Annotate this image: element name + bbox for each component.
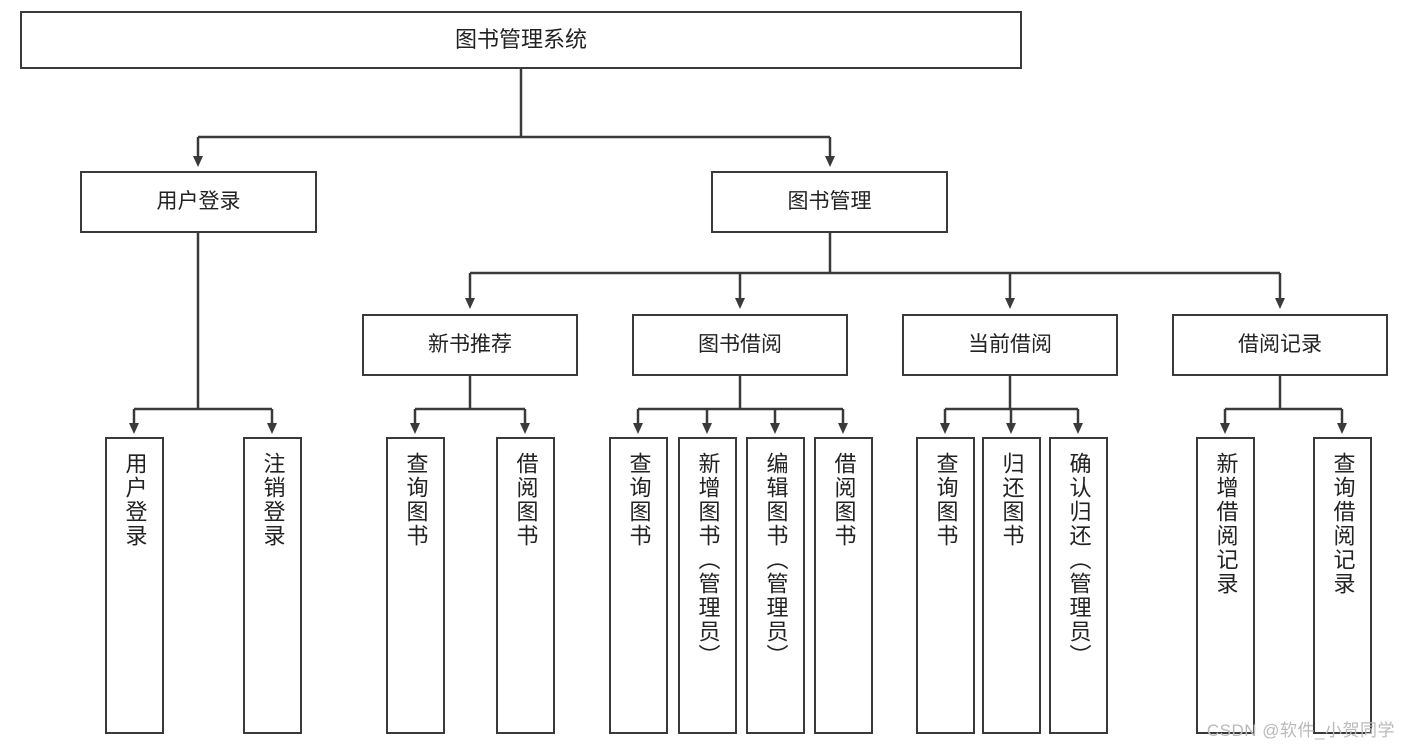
node-label: 用户登录 <box>122 452 148 548</box>
leaf-user-login-signin[interactable]: 用户登录 <box>105 437 164 734</box>
leaf-borrow-borrow-book[interactable]: 借阅图书 <box>814 437 873 734</box>
leaf-user-login-signout[interactable]: 注销登录 <box>243 437 302 734</box>
leaf-recommend-borrow-book[interactable]: 借阅图书 <box>496 437 555 734</box>
node-root-system[interactable]: 图书管理系统 <box>20 11 1022 69</box>
leaf-borrow-edit-book-admin[interactable]: 编辑图书（管理员） <box>746 437 805 734</box>
node-label: 图书借阅 <box>698 332 782 356</box>
leaf-record-query-record[interactable]: 查询借阅记录 <box>1313 437 1372 734</box>
node-borrow-record[interactable]: 借阅记录 <box>1172 314 1388 376</box>
leaf-borrow-add-book-admin[interactable]: 新增图书（管理员） <box>678 437 737 734</box>
node-label: 编辑图书（管理员） <box>763 452 789 668</box>
node-user-login[interactable]: 用户登录 <box>80 171 317 233</box>
leaf-recommend-query-book[interactable]: 查询图书 <box>386 437 445 734</box>
node-label: 归还图书 <box>999 452 1025 548</box>
watermark: CSDN @软件_小贺同学 <box>1206 721 1395 740</box>
node-book-management[interactable]: 图书管理 <box>711 171 948 233</box>
node-label: 图书管理 <box>787 189 872 213</box>
node-label: 借阅记录 <box>1238 332 1322 356</box>
node-label: 查询图书 <box>933 452 959 548</box>
node-label: 图书管理系统 <box>454 27 587 53</box>
node-label: 查询图书 <box>626 452 652 548</box>
leaf-borrow-query-book[interactable]: 查询图书 <box>609 437 668 734</box>
node-book-borrow[interactable]: 图书借阅 <box>632 314 848 376</box>
leaf-current-return-book[interactable]: 归还图书 <box>982 437 1041 734</box>
leaf-current-query-book[interactable]: 查询图书 <box>916 437 975 734</box>
node-label: 确认归还（管理员） <box>1066 452 1092 668</box>
node-label: 新增借阅记录 <box>1213 452 1239 596</box>
node-label: 查询图书 <box>403 452 429 548</box>
node-label: 用户登录 <box>156 189 241 213</box>
leaf-current-confirm-return-admin[interactable]: 确认归还（管理员） <box>1049 437 1108 734</box>
node-label: 查询借阅记录 <box>1330 452 1356 596</box>
node-label: 新书推荐 <box>428 332 512 356</box>
node-label: 借阅图书 <box>513 452 539 548</box>
node-label: 借阅图书 <box>831 452 857 548</box>
node-label: 当前借阅 <box>968 332 1052 356</box>
node-new-book-recommend[interactable]: 新书推荐 <box>362 314 578 376</box>
leaf-record-add-record[interactable]: 新增借阅记录 <box>1196 437 1255 734</box>
node-current-borrow[interactable]: 当前借阅 <box>902 314 1118 376</box>
node-label: 注销登录 <box>260 452 286 548</box>
node-label: 新增图书（管理员） <box>695 452 721 668</box>
